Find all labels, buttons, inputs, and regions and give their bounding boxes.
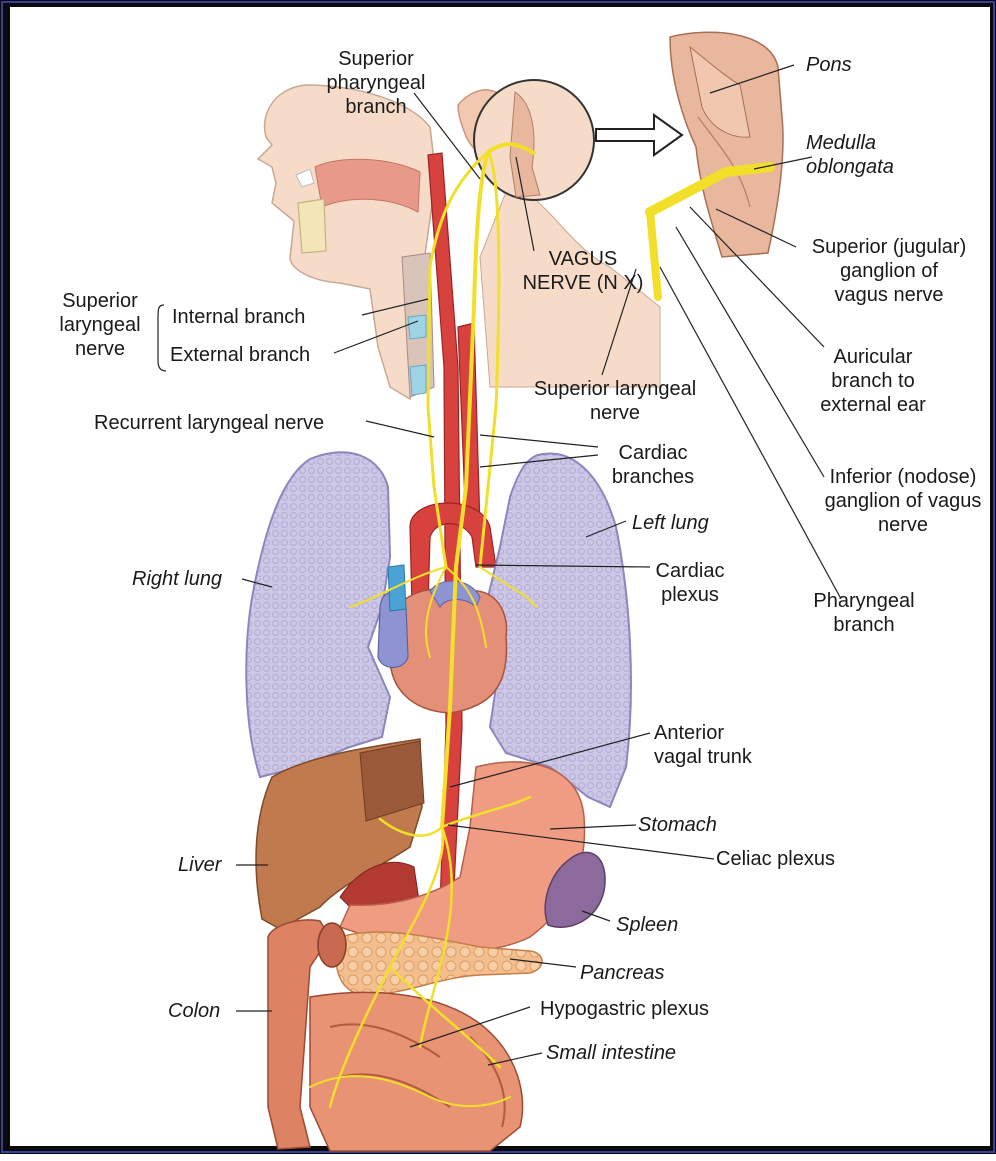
label-vagus-nerve: VAGUS NERVE (N X) (508, 247, 658, 295)
label-spleen: Spleen (616, 913, 678, 937)
label-pons: Pons (806, 53, 852, 77)
label-small-intestine: Small intestine (546, 1041, 676, 1065)
label-inferior-nodose-ganglion: Inferior (nodose) ganglion of vagus nerv… (806, 465, 996, 537)
label-liver: Liver (178, 853, 221, 877)
label-stomach: Stomach (638, 813, 717, 837)
diagram-stage: Superior pharyngeal branch Pons Medulla … (10, 7, 996, 1161)
label-hypogastric-plexus: Hypogastric plexus (540, 997, 709, 1021)
label-pancreas: Pancreas (580, 961, 665, 985)
label-medulla-oblongata: Medulla oblongata (806, 131, 894, 179)
label-superior-jugular-ganglion: Superior (jugular) ganglion of vagus ner… (794, 235, 984, 307)
label-superior-laryngeal-nerve-group: Superior laryngeal nerve (46, 289, 154, 361)
label-auricular-branch: Auricular branch to external ear (818, 345, 928, 417)
label-anterior-vagal-trunk: Anterior vagal trunk (654, 721, 752, 769)
label-celiac-plexus: Celiac plexus (716, 847, 835, 871)
label-left-lung: Left lung (632, 511, 709, 535)
label-external-branch: External branch (170, 343, 310, 367)
label-colon: Colon (168, 999, 220, 1023)
label-superior-pharyngeal-branch: Superior pharyngeal branch (306, 47, 446, 119)
left-lung (486, 454, 631, 808)
label-right-lung: Right lung (132, 567, 222, 591)
right-lung (246, 452, 390, 777)
label-cardiac-branches: Cardiac branches (598, 441, 708, 489)
label-internal-branch: Internal branch (172, 305, 305, 329)
label-cardiac-plexus: Cardiac plexus (650, 559, 730, 607)
label-pharyngeal-branch: Pharyngeal branch (796, 589, 932, 637)
magnify-arrow-icon (596, 115, 682, 155)
label-superior-laryngeal-nerve: Superior laryngeal nerve (510, 377, 720, 425)
label-recurrent-laryngeal-nerve: Recurrent laryngeal nerve (94, 411, 324, 435)
brainstem-enlargement (670, 32, 783, 257)
